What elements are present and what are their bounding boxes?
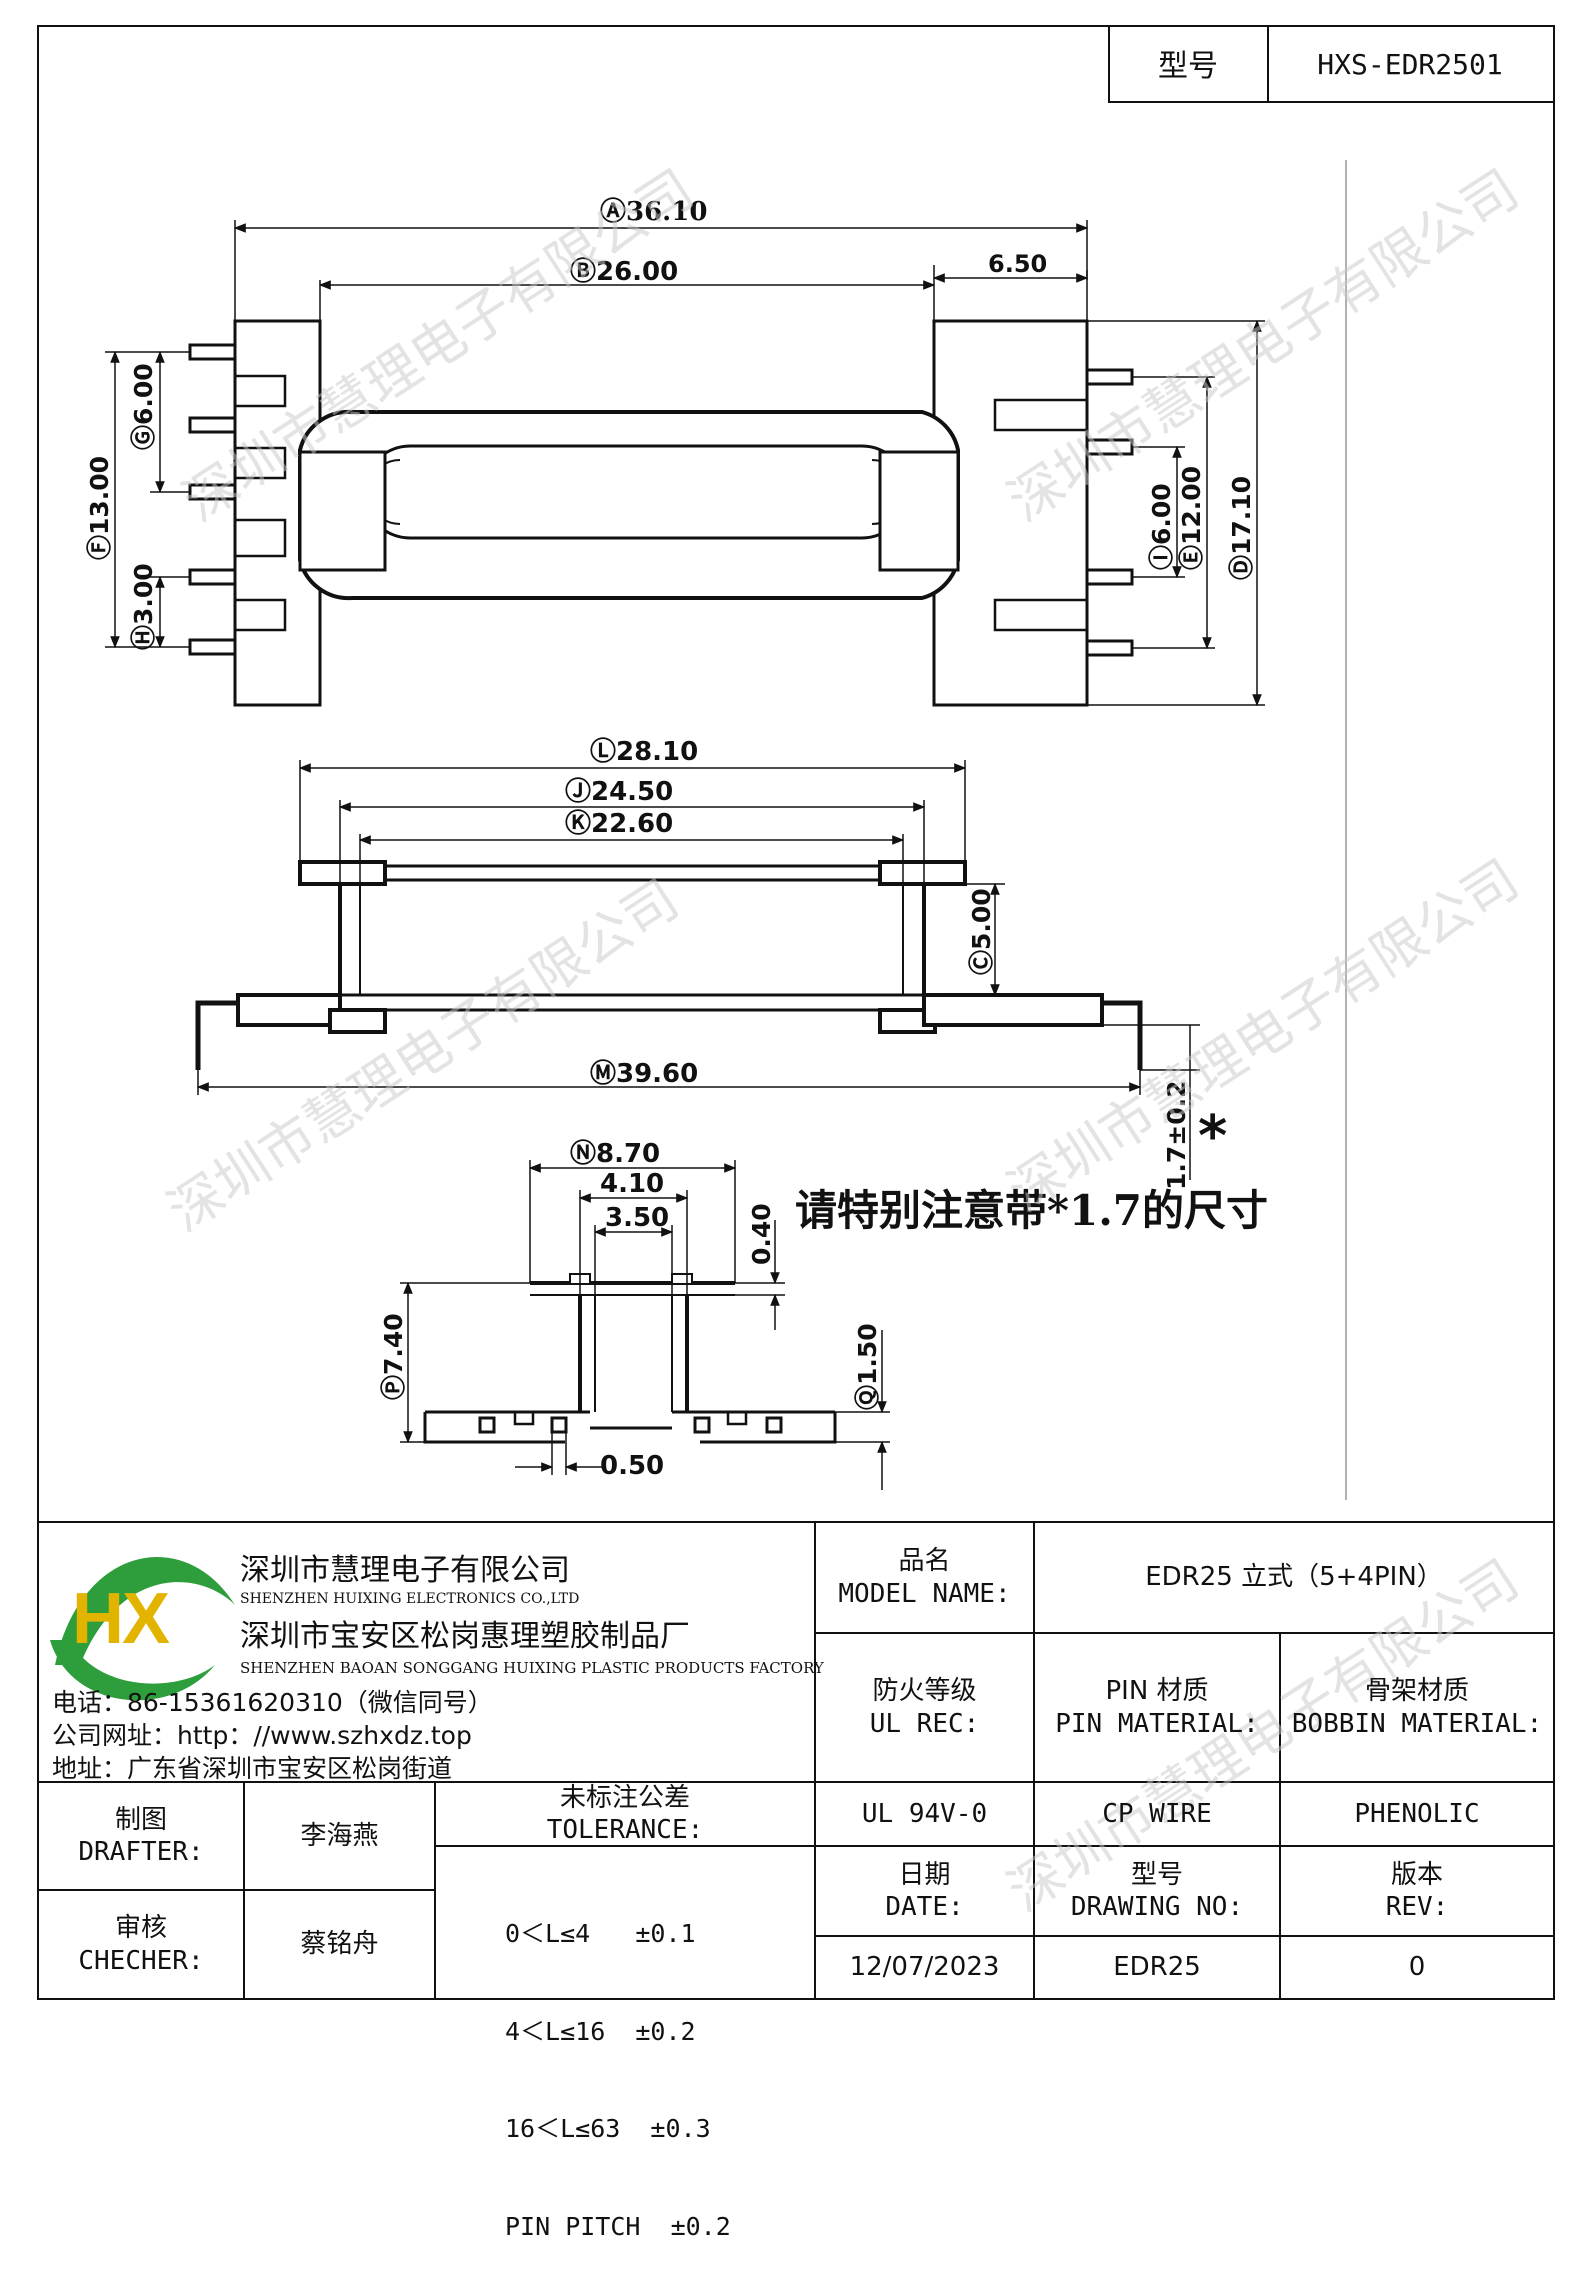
star-mark: * (1198, 1104, 1227, 1169)
side-view (195, 860, 1143, 1070)
side-view-dimensions (196, 760, 1200, 1180)
dim-front-pin: 0.50 (600, 1451, 664, 1481)
dim-side-height: Ⓒ5.00 (967, 888, 996, 975)
drawing-no-label: 型号 DRAWING NO: (1070, 1859, 1244, 1923)
company-name-cn: 深圳市慧理电子有限公司 (240, 1553, 570, 1588)
dim-pin-pitch-left: Ⓖ6.00 (129, 363, 158, 450)
dim-inner-width: Ⓑ26.00 (570, 256, 678, 287)
company-phone: 电话：86-15361620310（微信同号） (52, 1688, 493, 1717)
bobbin-material-value: PHENOLIC (1354, 1798, 1480, 1829)
dim-height: Ⓓ17.10 (1227, 476, 1256, 580)
top-view-dimensions (105, 220, 1265, 707)
date-label: 日期 DATE: (885, 1859, 964, 1923)
rev-value: 0 (1408, 1952, 1426, 1983)
technical-drawing: 型号 HXS-EDR2501 (37, 25, 1555, 2000)
tolerance-row: 4＜L≤16 ±0.2 (505, 2016, 696, 2046)
attention-note: 请特别注意带*1.7的尺寸 (795, 1186, 1268, 1235)
dim-front-h1: Ⓟ7.40 (379, 1313, 408, 1400)
company-name-en: SHENZHEN HUIXING ELECTRONICS CO.,LTD (240, 1591, 580, 1607)
date-value: 12/07/2023 (849, 1952, 1000, 1983)
title-block-grid (38, 1521, 1554, 1999)
dim-side-d1: Ⓛ28.10 (590, 736, 698, 767)
dim-front-h2: Ⓠ1.50 (853, 1323, 882, 1410)
dim-side-pin-span: Ⓜ39.60 (590, 1058, 698, 1089)
dim-pin-pitch-right-small: Ⓘ6.00 (1147, 483, 1176, 570)
tolerance-row: PIN PITCH ±0.2 (505, 2211, 731, 2241)
dim-front-w1: Ⓝ8.70 (570, 1138, 660, 1169)
dim-side-d3: Ⓚ22.60 (565, 808, 673, 839)
ul-rec-label: 防火等级 UL REC: (869, 1676, 980, 1739)
dim-flange: 6.50 (988, 250, 1047, 278)
header-model-value: HXS-EDR2501 (1317, 48, 1502, 81)
company-address: 地址：广东省深圳市宝安区松岗街道 (52, 1754, 453, 1783)
ul-rec-value: UL 94V-0 (861, 1798, 988, 1829)
front-view (423, 1273, 837, 1444)
dim-pin-span-left: Ⓕ13.00 (85, 456, 114, 560)
dim-standoff: 1.7±0.2 (1162, 1080, 1191, 1190)
checker-value: 蔡铭舟 (300, 1929, 379, 1960)
checker-label: 审核 CHECHER: (78, 1913, 204, 1976)
company-website: 公司网址：http：//www.szhxdz.top (52, 1721, 472, 1750)
dim-overall-width: Ⓐ36.10 (600, 196, 707, 227)
logo-letters: HX (72, 1578, 170, 1660)
front-view-dimensions (400, 1160, 890, 1490)
header-model-label: 型号 (1158, 49, 1218, 84)
dim-front-t1: 0.40 (747, 1203, 776, 1265)
pin-material-label: PIN 材质 PIN MATERIAL: (1055, 1676, 1259, 1739)
dim-side-d2: Ⓙ24.50 (565, 776, 673, 807)
tolerance-row: 0＜L≤4 ±0.1 (505, 1919, 696, 1948)
header-box (1108, 25, 1555, 103)
tolerance-row: 16＜L≤63 ±0.3 (505, 2114, 711, 2143)
factory-name-en: SHENZHEN BAOAN SONGGANG HUIXING PLASTIC … (240, 1659, 824, 1677)
drafter-label: 制图 DRAFTER: (78, 1804, 204, 1868)
logo-arc-bottom-icon (50, 1640, 215, 1701)
drawing-no-value: EDR25 (1113, 1952, 1201, 1983)
model-name-value: EDR25 立式（5+4PIN） (1145, 1562, 1443, 1593)
dim-front-w3: 3.50 (605, 1203, 669, 1233)
tolerance-table: 0＜L≤4 ±0.1 4＜L≤16 ±0.2 16＜L≤63 ±0.3 PIN … (505, 1853, 731, 2276)
dim-pin-pitch-left-small: Ⓗ3.00 (129, 563, 158, 650)
dim-front-w2: 4.10 (600, 1169, 664, 1199)
logo-text: HX (72, 1579, 170, 1659)
tolerance-label: 未标注公差 TOLERANCE: (546, 1782, 704, 1846)
drafter-value: 李海燕 (300, 1820, 379, 1851)
model-name-label: 品名 MODEL NAME: (838, 1546, 1011, 1609)
bobbin-material-label: 骨架材质 BOBBIN MATERIAL: (1291, 1676, 1543, 1739)
logo-arc-top-icon (55, 1557, 235, 1665)
rev-label: 版本 REV: (1385, 1859, 1449, 1923)
factory-name-cn: 深圳市宝安区松岗惠理塑胶制品厂 (240, 1619, 690, 1654)
pin-material-value: CP WIRE (1102, 1798, 1212, 1829)
company-logo (50, 1557, 235, 1701)
drawing-frame (37, 25, 1555, 2000)
top-view (188, 319, 1134, 707)
dim-pin-span-right: Ⓔ12.00 (1177, 466, 1206, 570)
